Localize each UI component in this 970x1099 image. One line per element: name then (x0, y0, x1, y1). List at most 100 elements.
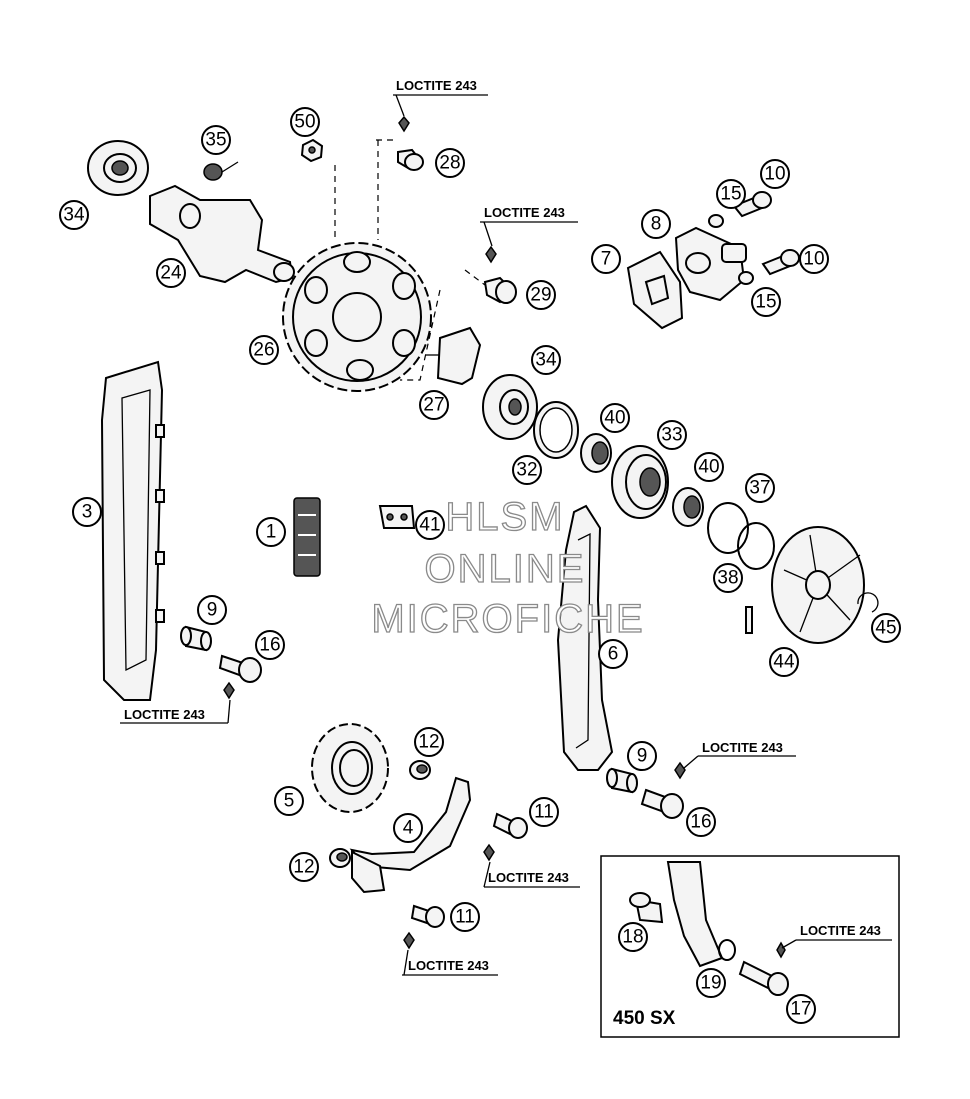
nut-50 (300, 138, 324, 163)
callout-10-bottom: 10 (799, 244, 829, 274)
pin-44 (745, 606, 753, 634)
svg-text:18: 18 (622, 927, 643, 948)
svg-text:LOCTITE 243: LOCTITE 243 (396, 78, 477, 93)
callout-6: 6 (598, 639, 628, 669)
guide-4 (349, 776, 472, 894)
callout-28: 28 (435, 148, 465, 178)
svg-text:40: 40 (698, 457, 719, 478)
clip-45 (857, 592, 879, 613)
o-ring-38 (737, 522, 775, 570)
inset-label-450sx: 450 SX (613, 1008, 676, 1029)
loctite-label-29: LOCTITE 243 (480, 205, 578, 247)
callout-8: 8 (641, 209, 671, 239)
callout-40-lower: 40 (694, 452, 724, 482)
callout-4: 4 (393, 813, 423, 843)
sleeve-9-lower (606, 767, 638, 794)
svg-text:3: 3 (82, 502, 93, 523)
svg-text:7: 7 (601, 249, 612, 270)
loctite-label-left: LOCTITE 243 (120, 699, 231, 724)
loctite-label-11-upper: LOCTITE 243 (483, 861, 580, 888)
svg-text:27: 27 (423, 395, 444, 416)
bolt-16-upper (218, 654, 262, 700)
washer-15-bottom (738, 271, 754, 285)
cam-weight-27 (425, 326, 482, 386)
callout-5: 5 (274, 786, 304, 816)
svg-text:10: 10 (803, 249, 824, 270)
callout-26: 26 (249, 335, 279, 365)
svg-text:33: 33 (661, 425, 682, 446)
callout-50: 50 (290, 107, 320, 137)
svg-text:16: 16 (690, 812, 711, 833)
inset-box-450sx (600, 855, 900, 1038)
svg-text:12: 12 (293, 857, 314, 878)
svg-text:MICROFICHE: MICROFICHE (371, 597, 644, 641)
sleeve-18 (629, 892, 664, 924)
bolt-10-bottom (761, 249, 800, 276)
bolt-16-lower (640, 761, 686, 819)
svg-text:15: 15 (720, 184, 741, 205)
bearing-34-middle (482, 374, 538, 440)
bolt-29 (483, 245, 517, 304)
svg-text:41: 41 (419, 515, 440, 536)
callout-15-top: 15 (716, 179, 746, 209)
callout-44: 44 (769, 647, 799, 677)
svg-text:5: 5 (284, 791, 295, 812)
svg-text:LOCTITE 243: LOCTITE 243 (408, 958, 489, 973)
loctite-label-inset: LOCTITE 243 (781, 923, 892, 949)
loctite-label-right: LOCTITE 243 (683, 740, 796, 769)
svg-text:1: 1 (266, 522, 277, 543)
callout-35: 35 (201, 125, 231, 155)
bolt-10-top (732, 191, 772, 218)
o-ring-37 (707, 502, 749, 554)
washer-19 (718, 939, 736, 961)
callout-19: 19 (696, 968, 726, 998)
callout-11-lower: 11 (450, 902, 480, 932)
svg-text:ONLINE: ONLINE (425, 547, 586, 591)
callout-29: 29 (526, 280, 556, 310)
svg-text:11: 11 (455, 907, 475, 928)
svg-text:9: 9 (637, 746, 648, 767)
spring-35 (203, 161, 239, 181)
loctite-label-11-lower: LOCTITE 243 (402, 949, 498, 976)
sleeve-12-lower (329, 848, 351, 868)
svg-text:17: 17 (790, 999, 811, 1020)
callout-34-top: 34 (59, 200, 89, 230)
svg-text:HLSM: HLSM (445, 495, 564, 539)
watermark: HLSM ONLINE MICROFICHE (371, 494, 644, 641)
svg-text:29: 29 (530, 285, 551, 306)
gasket-7 (626, 250, 684, 330)
bearing-34-top (87, 140, 149, 196)
svg-text:8: 8 (651, 214, 662, 235)
callout-10-top: 10 (760, 159, 790, 189)
washer-15-top (708, 214, 724, 228)
svg-text:37: 37 (749, 478, 770, 499)
svg-text:16: 16 (259, 635, 280, 656)
callout-18: 18 (618, 922, 648, 952)
callout-1: 1 (256, 517, 286, 547)
callout-41: 41 (415, 510, 445, 540)
bolt-11-lower (403, 904, 445, 950)
callout-37: 37 (745, 473, 775, 503)
svg-text:26: 26 (253, 340, 274, 361)
sleeve-9-upper (180, 625, 212, 652)
callout-16-upper: 16 (255, 630, 285, 660)
svg-text:11: 11 (534, 802, 554, 823)
seal-40-upper (580, 433, 612, 473)
svg-text:LOCTITE 243: LOCTITE 243 (124, 707, 205, 722)
callout-17: 17 (786, 994, 816, 1024)
svg-text:34: 34 (535, 350, 557, 371)
svg-text:LOCTITE 243: LOCTITE 243 (800, 923, 881, 938)
svg-text:15: 15 (755, 292, 776, 313)
svg-text:40: 40 (604, 408, 625, 429)
sleeve-12-upper (409, 760, 431, 780)
svg-text:50: 50 (294, 112, 315, 133)
svg-text:LOCTITE 243: LOCTITE 243 (484, 205, 565, 220)
bolt-17 (738, 941, 789, 996)
callout-24: 24 (156, 258, 186, 288)
callout-16-lower: 16 (686, 807, 716, 837)
svg-text:28: 28 (439, 153, 460, 174)
svg-text:19: 19 (700, 973, 721, 994)
impeller-44 (771, 526, 865, 644)
callout-33: 33 (657, 420, 687, 450)
